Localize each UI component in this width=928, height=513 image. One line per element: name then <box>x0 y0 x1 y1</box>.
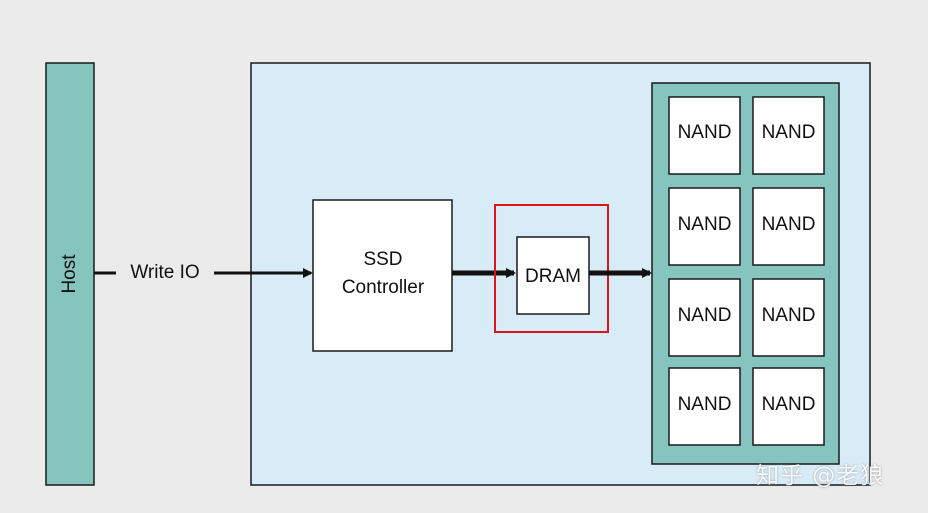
nand-chip <box>668 278 741 357</box>
nand-chip <box>752 187 825 266</box>
nand-chip <box>668 187 741 266</box>
ssd-controller-label-line1: SSD <box>363 249 402 270</box>
dram-label: DRAM <box>525 266 581 287</box>
nand-chip <box>752 367 825 446</box>
host-label: Host <box>59 254 80 294</box>
nand-grid: NAND NAND NAND NAND NAND NAND NAND NAND <box>668 96 825 446</box>
nand-chip <box>752 278 825 357</box>
nand-chip <box>668 96 741 175</box>
ssd-controller-label-line2: Controller <box>342 277 425 298</box>
dram-highlight-frame <box>494 204 609 333</box>
write-io-label: Write IO <box>130 262 199 283</box>
nand-label: NAND <box>762 305 816 326</box>
watermark: 知乎 @老狼 <box>756 463 885 489</box>
nand-chip <box>752 96 825 175</box>
nand-chip <box>668 367 741 446</box>
nand-label: NAND <box>678 305 732 326</box>
nand-label: NAND <box>762 394 816 415</box>
nand-label: NAND <box>762 122 816 143</box>
nand-label: NAND <box>678 214 732 235</box>
nand-label: NAND <box>678 122 732 143</box>
host-bar <box>45 62 95 486</box>
nand-label: NAND <box>762 214 816 235</box>
nand-label: NAND <box>678 394 732 415</box>
ssd-controller-box <box>312 199 453 352</box>
